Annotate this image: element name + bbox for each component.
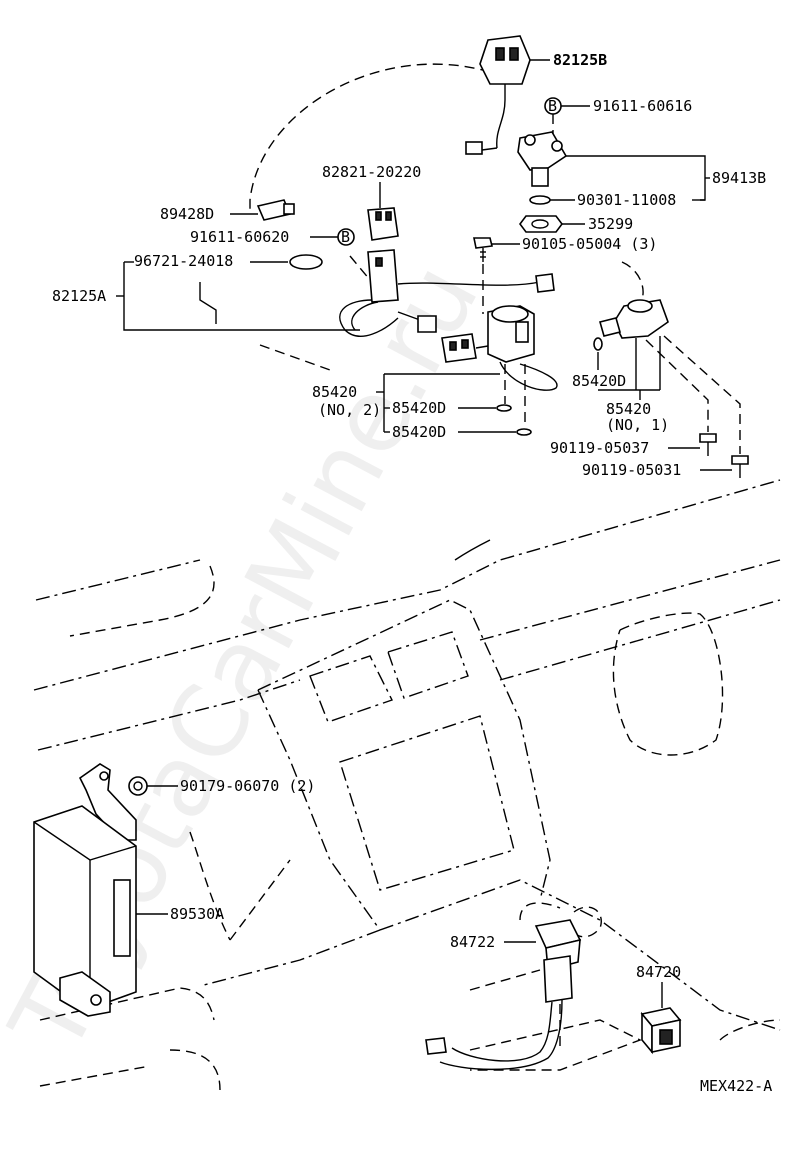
filter-85420d-c <box>593 337 603 351</box>
callout-85420d-a: 85420D <box>392 399 446 417</box>
screw-90119-05031 <box>731 455 749 478</box>
callout-89530a: 89530A <box>170 905 224 923</box>
harness-82125a <box>199 249 555 337</box>
callout-85420-no2-variant: (NO, 2) <box>318 401 381 419</box>
svg-text:B: B <box>548 97 557 115</box>
callout-90119-05037: 90119-05037 <box>550 439 649 457</box>
sensor-89413b <box>517 131 568 187</box>
callout-85420-no1-variant: (NO, 1) <box>606 416 669 434</box>
marker-b-icon <box>337 228 355 246</box>
callout-96721-24018: 96721-24018 <box>134 252 233 270</box>
callout-90179-06070: 90179-06070 (2) <box>180 777 315 795</box>
sensor-89428d <box>256 199 295 221</box>
callout-85420d-c: 85420D <box>572 372 626 390</box>
callout-85420d-b: 85420D <box>392 423 446 441</box>
callout-91611-60620: 91611-60620 <box>190 228 289 246</box>
filter-85420d-a <box>496 404 512 412</box>
callout-82821-20220: 82821-20220 <box>322 163 421 181</box>
connector-82125b <box>465 35 531 155</box>
callout-90301-11008: 90301-11008 <box>577 191 676 209</box>
screw-90119-05037 <box>699 433 717 456</box>
callout-89428d: 89428D <box>160 205 214 223</box>
callout-85420-no1: 85420 <box>606 400 651 418</box>
connector-82821-20220 <box>367 207 399 241</box>
svg-text:B: B <box>341 228 350 246</box>
vsv-85420-no1 <box>599 299 669 390</box>
o-ring-96721-24018 <box>289 254 323 270</box>
diagram-code: MEX422-A <box>700 1077 772 1095</box>
filter-85420d-b <box>516 428 532 436</box>
callout-90119-05031: 90119-05031 <box>582 461 681 479</box>
callout-90105-05004: 90105-05004 (3) <box>522 235 657 253</box>
callout-35299: 35299 <box>588 215 633 233</box>
callout-84720: 84720 <box>636 963 681 981</box>
callout-85420-no2: 85420 <box>312 383 357 401</box>
gasket-35299 <box>519 215 563 233</box>
switch-84720 <box>640 1007 682 1055</box>
callout-82125a: 82125A <box>52 287 106 305</box>
dashboard-outline <box>33 479 781 1091</box>
ecu-89530a <box>33 805 137 1017</box>
callout-91611-60616: 91611-60616 <box>593 97 692 115</box>
o-ring-90301-11008 <box>529 195 551 205</box>
callout-89413b: 89413B <box>712 169 766 187</box>
nut-90179-06070 <box>128 776 148 796</box>
callout-84722: 84722 <box>450 933 495 951</box>
harness-route-line <box>249 63 491 212</box>
callout-82125b: 82125B <box>553 51 607 69</box>
bolt-90105-05004 <box>473 237 493 262</box>
vsv-85420-no2 <box>441 305 558 391</box>
ecu-bracket <box>78 763 137 841</box>
